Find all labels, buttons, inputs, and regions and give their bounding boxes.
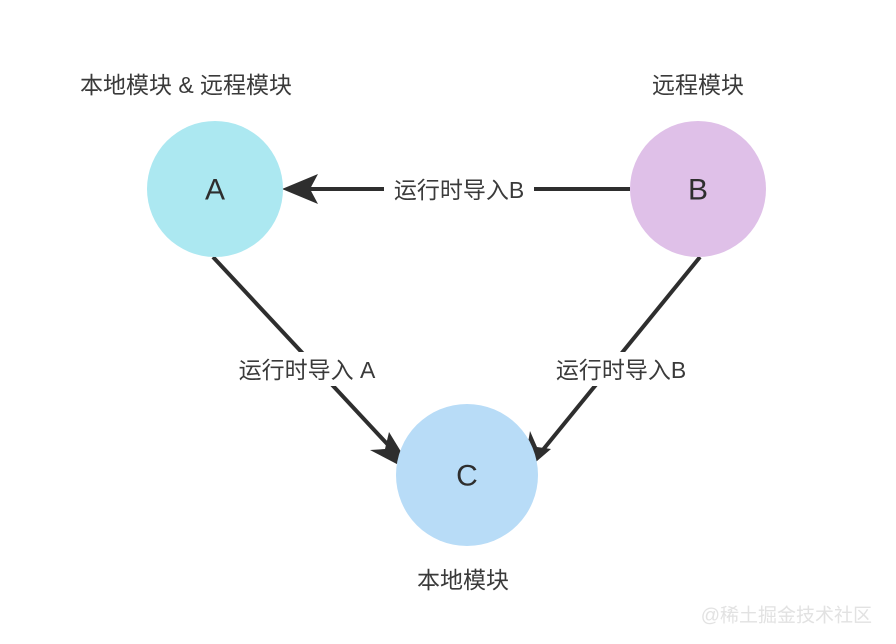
edge-b-to-c: 运行时导入B xyxy=(523,255,702,473)
node-c-circle[interactable] xyxy=(396,404,538,546)
edge-b-to-a-label: 运行时导入B xyxy=(394,177,524,203)
node-b[interactable]: B xyxy=(630,121,766,257)
edge-a-to-c-label: 运行时导入 A xyxy=(239,357,376,383)
edge-b-to-c-label-bg xyxy=(546,352,696,386)
edge-b-to-c-label: 运行时导入B xyxy=(556,357,686,383)
node-b-circle[interactable] xyxy=(630,121,766,257)
node-c-label: C xyxy=(456,460,478,493)
node-c-caption: 本地模块 xyxy=(417,567,509,593)
edge-b-to-a-label-bg xyxy=(384,172,534,206)
watermark: @稀土掘金技术社区 xyxy=(701,605,872,627)
edge-b-to-a-arrowhead xyxy=(282,174,318,204)
node-a-caption: 本地模块 & 远程模块 xyxy=(80,72,292,98)
node-b-caption: 远程模块 xyxy=(652,72,744,98)
edge-b-to-a: 运行时导入B xyxy=(282,172,630,206)
node-c[interactable]: C xyxy=(396,404,538,546)
node-b-label: B xyxy=(688,174,708,207)
edge-a-to-c: 运行时导入 A xyxy=(211,255,414,473)
node-a-label: A xyxy=(205,174,225,207)
edge-a-to-c-label-bg xyxy=(224,352,390,386)
node-a-circle[interactable] xyxy=(147,121,283,257)
node-a[interactable]: A xyxy=(147,121,283,257)
